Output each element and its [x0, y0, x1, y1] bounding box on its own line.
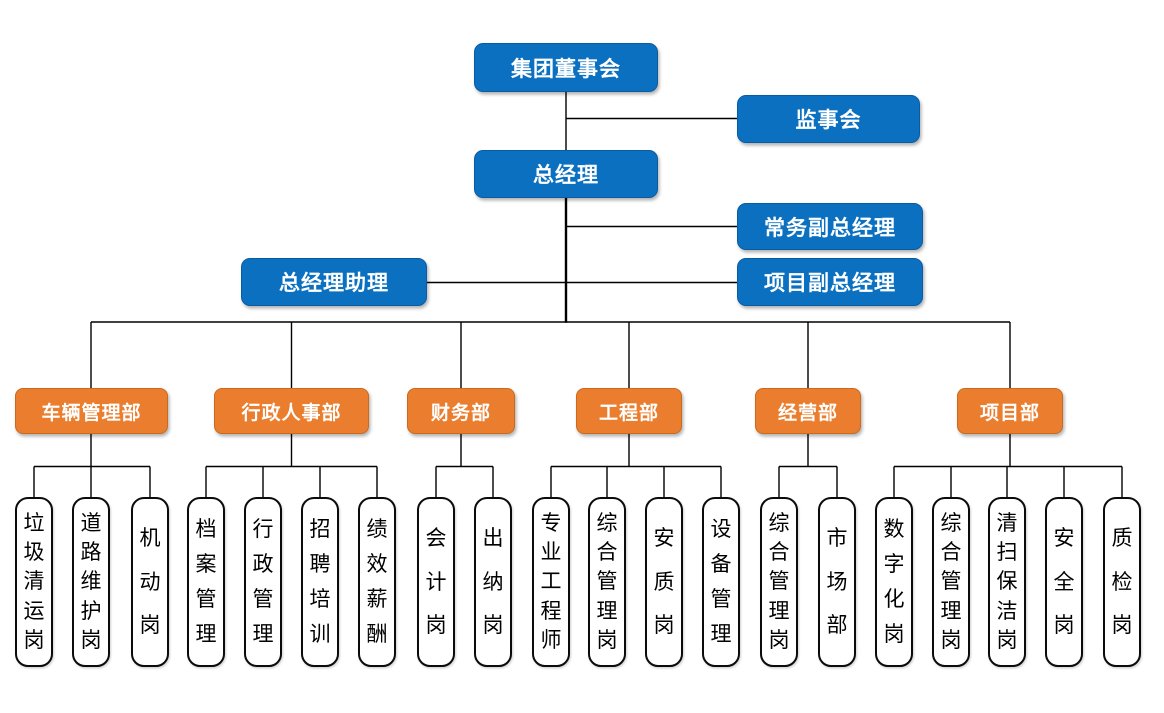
dept-operations: 经营部: [755, 388, 861, 434]
position-box: 垃圾清运岗: [15, 497, 53, 667]
position-box: 绩效薪酬: [358, 497, 396, 667]
position-box: 安全岗: [1045, 497, 1083, 667]
position-box: 数字化岗: [875, 497, 913, 667]
position-box: 综合管理岗: [932, 497, 970, 667]
dept-engineering: 工程部: [576, 388, 682, 434]
node-board-of-directors: 集团董事会: [474, 43, 658, 92]
node-supervisory-board: 监事会: [737, 95, 920, 143]
node-general-manager: 总经理: [474, 150, 658, 198]
position-box: 质检岗: [1103, 497, 1141, 667]
position-box: 机动岗: [131, 497, 169, 667]
node-project-deputy-gm: 项目副总经理: [737, 258, 923, 306]
position-box: 行政管理: [244, 497, 282, 667]
position-box: 设备管理: [702, 497, 740, 667]
position-box: 道路维护岗: [72, 497, 110, 667]
dept-project: 项目部: [957, 388, 1063, 434]
dept-finance: 财务部: [407, 388, 515, 434]
position-box: 出纳岗: [474, 497, 512, 667]
position-box: 清扫保洁岗: [988, 497, 1026, 667]
position-box: 市场部: [818, 497, 856, 667]
dept-admin-hr: 行政人事部: [214, 388, 369, 434]
position-box: 安质岗: [645, 497, 683, 667]
position-box: 招聘培训: [301, 497, 339, 667]
node-gm-assistant: 总经理助理: [241, 258, 427, 306]
dept-vehicle-management: 车辆管理部: [15, 388, 168, 434]
position-box: 会计岗: [417, 497, 455, 667]
position-box: 档案管理: [187, 497, 225, 667]
position-box: 综合管理岗: [760, 497, 798, 667]
position-box: 专业工程师: [532, 497, 570, 667]
position-box: 综合管理岗: [588, 497, 626, 667]
node-executive-deputy-gm: 常务副总经理: [737, 203, 923, 250]
